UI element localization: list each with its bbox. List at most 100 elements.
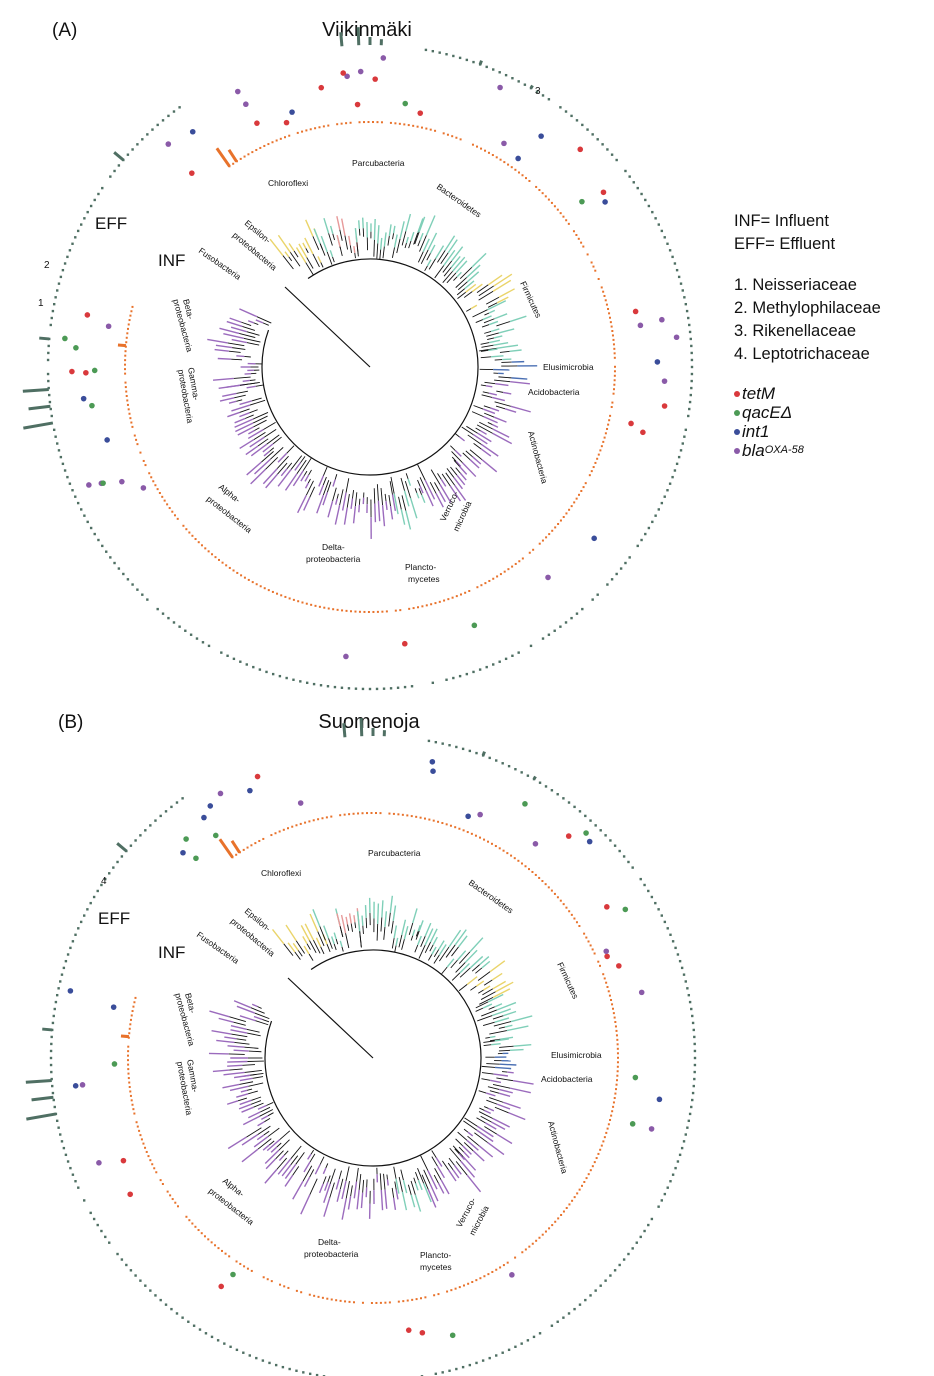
tree-leaf <box>425 215 436 236</box>
tree-leaf <box>493 335 503 339</box>
tree-branch <box>232 347 246 350</box>
tree-branch <box>257 438 269 447</box>
gene-dot <box>583 830 589 836</box>
tree-leaf <box>498 1088 513 1094</box>
tree-leaf <box>307 1153 312 1160</box>
inner-ring-tick <box>255 583 258 586</box>
outer-ring-tick <box>689 337 692 341</box>
outer-ring-tick <box>671 1173 675 1176</box>
tree-branch <box>487 302 498 308</box>
outer-ring-tick <box>136 143 139 146</box>
tree-leaf <box>459 472 467 481</box>
outer-ring-tick <box>538 781 542 784</box>
inner-ring-tick <box>139 451 142 454</box>
outer-ring-tick <box>635 1241 638 1244</box>
tree-branch <box>319 243 326 256</box>
tree-leaf <box>486 1092 496 1097</box>
outer-ring-tick <box>51 1091 55 1095</box>
inner-ring-tick <box>238 851 241 854</box>
inner-ring-tick <box>553 205 556 208</box>
inner-ring-tick <box>379 812 382 815</box>
inner-ring-tick <box>451 135 454 138</box>
tree-leaf <box>464 280 475 290</box>
tree-arc <box>261 258 479 476</box>
outer-ring-tick <box>507 1348 511 1352</box>
gene-dot <box>165 141 172 147</box>
outer-ring-tick <box>112 866 115 869</box>
tree-branch <box>465 450 473 458</box>
clade-label: Delta- <box>322 542 345 552</box>
outer-ring-tick <box>458 674 462 678</box>
inner-ring-tick <box>147 1155 150 1158</box>
inner-ring-tick <box>358 121 361 124</box>
tree-branch <box>328 233 333 246</box>
tree-leaf <box>435 493 444 508</box>
tree-leaf <box>332 479 336 487</box>
tree-leaf <box>223 333 244 340</box>
tree-branch <box>275 1150 284 1160</box>
inner-ring-tick <box>565 512 568 515</box>
inner-ring-tick <box>124 345 127 348</box>
tree-branch <box>453 276 458 281</box>
tree-leaf <box>417 924 421 932</box>
outer-ring-tick <box>46 372 50 376</box>
tree-branch <box>391 1187 395 1198</box>
tree-leaf <box>492 423 499 428</box>
inner-ring-tick <box>568 910 571 913</box>
tree-branch <box>350 1185 353 1197</box>
outer-ring-tick <box>604 834 607 837</box>
gene-dot <box>638 989 645 996</box>
inner-ring-tick <box>174 1201 177 1204</box>
inner-ring-tick <box>127 1054 130 1057</box>
outer-ring-tick <box>252 665 255 669</box>
tree-branch <box>325 1163 329 1169</box>
inner-ring-tick <box>528 1245 531 1248</box>
tree-leaf <box>241 1134 259 1146</box>
tree-leaf <box>323 218 330 234</box>
inner-ring-tick <box>361 1301 364 1304</box>
outer-ring-tick <box>674 946 677 950</box>
outer-ring-tick <box>361 687 365 691</box>
tree-leaf <box>248 1111 261 1119</box>
outer-ring-tick <box>170 805 173 809</box>
inner-ring-tick <box>557 522 560 525</box>
inner-ring-tick <box>308 820 311 823</box>
tree-branch <box>451 451 463 464</box>
gene-dot <box>532 841 539 847</box>
outer-ring-tick <box>685 309 689 313</box>
outer-ring-tick <box>690 1105 693 1109</box>
inner-ring-tick <box>484 582 487 585</box>
tree-branch <box>417 240 421 247</box>
inner-ring-tick <box>263 144 266 147</box>
inner-ring-tick <box>616 1043 619 1046</box>
outer-ring-tick <box>687 1119 691 1123</box>
tree-branch <box>352 490 355 499</box>
outer-ring-tick <box>573 1307 576 1311</box>
tree-leaf <box>498 328 515 334</box>
outer-ring-tick <box>161 612 165 615</box>
inner-ring-tick <box>236 571 239 574</box>
outer-ring-tick <box>189 633 193 636</box>
inner-ring-tick <box>148 472 151 475</box>
tree-leaf <box>472 433 488 445</box>
outer-ring-tick <box>636 544 639 548</box>
inner-ring-tick <box>507 568 510 571</box>
inner-ring-tick <box>437 820 440 823</box>
abundance-bar <box>31 1095 54 1102</box>
inner-ring-tick <box>349 121 352 124</box>
inner-ring-tick <box>133 1112 136 1115</box>
outer-ring-tick <box>239 660 242 663</box>
gene-dot <box>354 101 361 108</box>
inner-ring-tick <box>191 534 194 537</box>
inner-ring-tick <box>446 133 449 136</box>
inner-ring-tick <box>573 501 576 504</box>
tree-leaf <box>384 911 388 928</box>
inner-ring-tick <box>188 1219 191 1222</box>
inner-ring-tick <box>531 1242 534 1245</box>
tree-leaf <box>231 404 251 412</box>
outer-ring-tick <box>69 946 72 950</box>
tree-branch <box>233 1021 246 1026</box>
inner-ring-tick <box>528 868 531 871</box>
tree-branch <box>408 240 412 249</box>
clade-label: proteobacteria <box>306 554 361 564</box>
